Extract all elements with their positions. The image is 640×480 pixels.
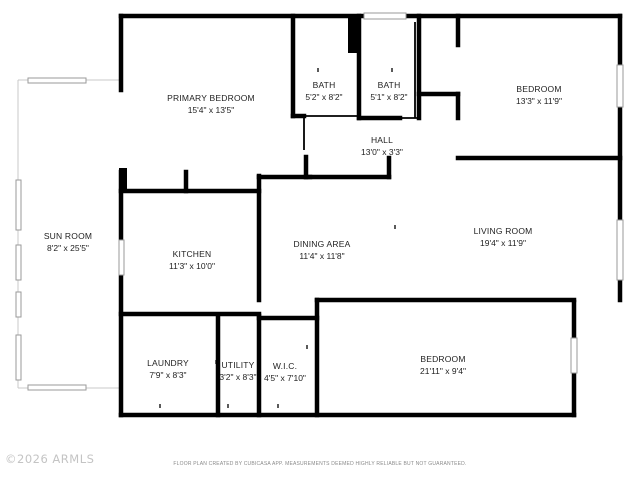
footer-disclaimer: FLOOR PLAN CREATED BY CUBICASA APP. MEAS… [173, 461, 466, 467]
room-name-utility: UTILITY [221, 360, 254, 370]
room-name-hall: HALL [371, 135, 393, 145]
room-dim-laundry: 7'9" x 8'3" [149, 370, 186, 380]
room-dim-sun-room: 8'2" x 25'5" [47, 243, 89, 253]
wall-blocks [119, 18, 359, 190]
room-dim-kitchen: 11'3" x 10'0" [169, 261, 215, 271]
room-dim-bath-1: 5'2" x 8'2" [305, 92, 342, 102]
room-name-dining: DINING AREA [294, 239, 351, 249]
room-name-laundry: LAUNDRY [147, 358, 189, 368]
room-labels: PRIMARY BEDROOM 15'4" x 13'5" BATH 5'2" … [44, 80, 562, 383]
room-name-bedroom-s: BEDROOM [420, 354, 465, 364]
room-name-living: LIVING ROOM [474, 226, 533, 236]
room-dim-utility: 3'2" x 8'3" [219, 372, 256, 382]
room-name-bath-1: BATH [313, 80, 336, 90]
room-dim-bedroom-ne: 13'3" x 11'9" [516, 96, 562, 106]
thin-walls [293, 22, 419, 150]
room-name-kitchen: KITCHEN [173, 249, 212, 259]
sun-room-windows [15, 77, 87, 391]
room-name-primary-bedroom: PRIMARY BEDROOM [167, 93, 255, 103]
copyright-watermark: ©2026 ARMLS [5, 452, 94, 466]
room-name-wic: W.I.C. [273, 361, 297, 371]
room-dim-hall: 13'0" x 3'3" [361, 147, 403, 157]
room-dim-bath-2: 5'1" x 8'2" [370, 92, 407, 102]
walls [118, 13, 623, 418]
room-dim-dining: 11'4" x 11'8" [299, 251, 344, 261]
room-name-bath-2: BATH [378, 80, 401, 90]
room-dim-primary-bedroom: 15'4" x 13'5" [188, 105, 235, 115]
room-name-sun-room: SUN ROOM [44, 231, 92, 241]
windows [118, 12, 624, 374]
room-name-bedroom-ne: BEDROOM [516, 84, 561, 94]
door-ticks [159, 68, 396, 408]
room-dim-wic: 4'5" x 7'10" [264, 373, 306, 383]
room-dim-living: 19'4" x 11'9" [480, 238, 526, 248]
room-dim-bedroom-s: 21'11" x 9'4" [420, 366, 466, 376]
